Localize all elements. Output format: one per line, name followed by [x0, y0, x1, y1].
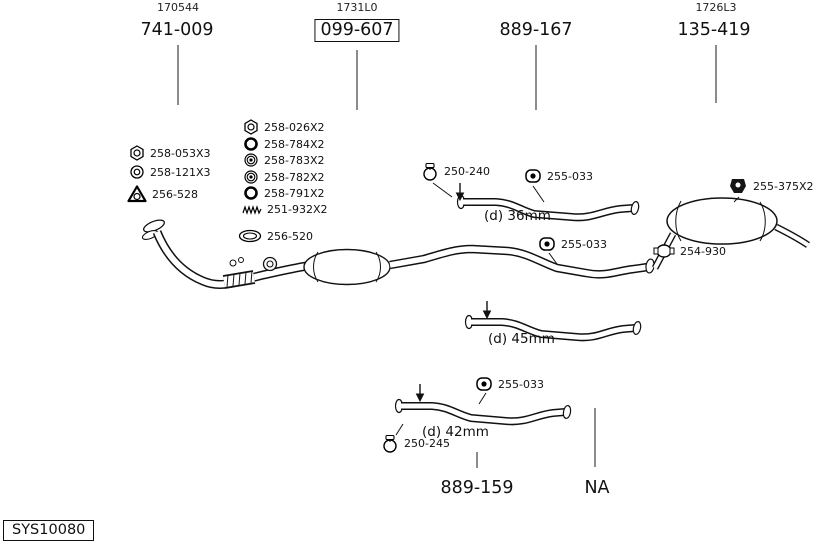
- group-label-135-419[interactable]: 135-419: [677, 20, 751, 40]
- callout-clamp-rear[interactable]: 254-930: [653, 243, 726, 259]
- leader-lines: [177, 45, 717, 468]
- group-label-889-159[interactable]: 889-159: [440, 478, 514, 498]
- part-number: 256-520: [267, 229, 313, 243]
- ring-icon: [244, 186, 258, 200]
- part-number: 251-932X2: [267, 203, 328, 216]
- part-number: 258-783X2: [264, 153, 325, 167]
- callout-ticks: [395, 182, 740, 436]
- ring-icon: [244, 137, 258, 151]
- part-number: 256-528: [152, 187, 198, 201]
- part-number: 258-121X3: [150, 165, 211, 179]
- diameter-45mm-label: (d) 45mm: [488, 331, 555, 347]
- part-row[interactable]: 258-782X2: [243, 169, 325, 185]
- grommet-icon: [244, 153, 258, 167]
- part-number: 258-026X2: [264, 120, 325, 134]
- group-label-741-009[interactable]: 741-009: [140, 20, 214, 40]
- top-ref-1: 170544: [157, 1, 199, 14]
- hanger-icon: [476, 377, 492, 391]
- pipe-45mm: [464, 314, 642, 342]
- part-number: 258-053X3: [150, 146, 211, 160]
- top-ref-2: 1731L0: [336, 1, 378, 14]
- callout-hanger-rear[interactable]: 255-375X2: [728, 176, 814, 196]
- callout-hanger-b[interactable]: 255-033: [538, 236, 607, 252]
- callout-clamp-tail[interactable]: 250-245: [381, 434, 450, 453]
- part-number: 255-033: [561, 237, 607, 251]
- flow-arrows: [415, 183, 492, 403]
- diameter-42mm-label: (d) 42mm: [422, 424, 489, 440]
- part-number: 250-245: [404, 437, 450, 450]
- part-number: 258-784X2: [264, 137, 325, 151]
- washer-icon: [130, 165, 144, 179]
- part-number: 258-782X2: [264, 170, 325, 184]
- sleeve-clamp-icon: [653, 244, 675, 258]
- part-row[interactable]: 258-121X3: [129, 164, 211, 180]
- hex-nut-icon: [130, 145, 144, 161]
- hex-nut-icon: [244, 119, 258, 135]
- system-code-badge: SYS10080: [3, 520, 95, 541]
- part-number: 255-375X2: [753, 179, 814, 193]
- label-na: NA: [584, 478, 610, 498]
- part-row[interactable]: 258-791X2: [243, 185, 325, 201]
- diameter-36mm-label: (d) 36mm: [484, 208, 551, 224]
- grommet-icon: [244, 170, 258, 184]
- pipe-42mm: [394, 398, 572, 426]
- spring-icon: [242, 204, 262, 215]
- part-row[interactable]: 258-783X2: [243, 152, 325, 168]
- hanger-icon: [539, 237, 555, 251]
- oval-gasket-icon: [238, 229, 262, 243]
- part-number: 255-033: [547, 169, 593, 183]
- hanger-icon: [525, 169, 541, 183]
- centre-pipe: [389, 244, 655, 279]
- clamp-icon: [423, 162, 437, 181]
- part-number: 255-033: [498, 377, 544, 391]
- part-number: 258-791X2: [264, 186, 325, 200]
- top-ref-3: 1726L3: [695, 1, 737, 14]
- part-row[interactable]: 258-053X3: [129, 145, 211, 161]
- callout-hanger-a[interactable]: 255-033: [524, 168, 593, 184]
- flange-gasket-icon: [127, 185, 147, 203]
- part-row[interactable]: 258-784X2: [243, 136, 325, 152]
- catalytic-converter: [303, 248, 391, 286]
- inlet-gasket-ring: [262, 256, 278, 272]
- part-row[interactable]: 256-528: [127, 185, 198, 203]
- clamp-icon: [383, 434, 397, 453]
- front-downpipe: [141, 219, 308, 289]
- part-row[interactable]: 256-520: [238, 229, 313, 243]
- group-label-889-167[interactable]: 889-167: [499, 20, 573, 40]
- part-number: 254-930: [680, 244, 726, 258]
- part-row[interactable]: 251-932X2: [242, 203, 328, 216]
- rubber-mount-icon: [730, 179, 746, 193]
- callout-clamp-front[interactable]: 250-240: [421, 162, 490, 181]
- part-number: 250-240: [444, 165, 490, 178]
- part-row[interactable]: 258-026X2: [243, 119, 325, 135]
- group-label-099-607-selected[interactable]: 099-607: [314, 19, 400, 42]
- callout-hanger-c[interactable]: 255-033: [475, 376, 544, 392]
